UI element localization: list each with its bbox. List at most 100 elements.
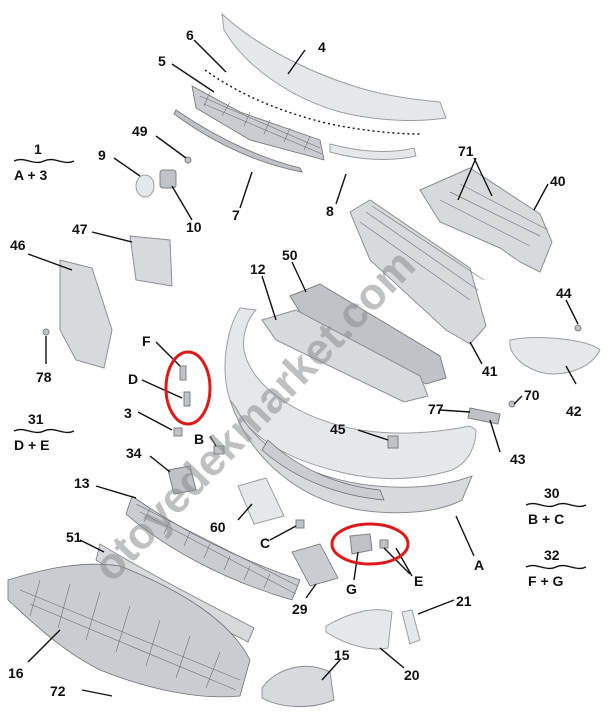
label-13: 13 [74, 475, 90, 491]
label-70: 70 [524, 387, 540, 403]
part-3-fastener [173, 427, 183, 437]
label-16: 16 [8, 665, 24, 681]
part-40-bracket [419, 167, 553, 273]
watermark: otoyedekmarket.com [84, 240, 425, 591]
label-7: 7 [232, 207, 240, 223]
part-7-chrome-strip [173, 109, 303, 173]
part-42-fog-trim [509, 337, 601, 375]
part-41-absorber [349, 199, 487, 345]
legend-32-tilde [525, 564, 587, 570]
label-50: 50 [282, 247, 298, 263]
part-46-side-bracket [59, 259, 113, 369]
part-12-beam [261, 309, 429, 403]
highlight-G-E-clips [330, 522, 410, 566]
part-16-undertray [7, 563, 251, 698]
label-D: D [128, 371, 138, 387]
label-15: 15 [334, 647, 350, 663]
label-20: 20 [404, 667, 420, 683]
part-16-mesh [19, 579, 241, 691]
part-labels: 6 4 5 49 9 10 7 8 71 40 47 46 12 50 44 F… [8, 27, 582, 699]
legend-1-num: 1 [34, 141, 42, 157]
part-G-bracket [349, 533, 373, 555]
label-21: 21 [456, 593, 472, 609]
part-13-lower-grille [125, 495, 301, 601]
part-15-deflector [261, 665, 335, 708]
part-8-strip [329, 143, 417, 160]
legend-31-formula: D + E [14, 437, 49, 453]
part-70-clip [508, 400, 516, 408]
label-47: 47 [72, 221, 88, 237]
part-41-detail [359, 205, 485, 301]
part-5-upper-grille [191, 85, 325, 161]
legend-31-num: 31 [28, 411, 44, 427]
label-42: 42 [566, 403, 582, 419]
label-72: 72 [50, 683, 66, 699]
part-29-grille [291, 543, 339, 587]
legend-32: 32 F + G [525, 547, 587, 589]
label-34: 34 [126, 445, 142, 461]
label-8: 8 [326, 203, 334, 219]
legend-1: 1 A + 3 [13, 141, 75, 183]
label-9: 9 [98, 147, 106, 163]
part-E-clip [379, 539, 389, 549]
leader-lines [27, 39, 579, 697]
label-12: 12 [250, 261, 266, 277]
part-20-cover [325, 609, 393, 650]
legend-30: 30 B + C [525, 485, 587, 527]
legend-30-tilde [525, 502, 587, 508]
part-C-screw [295, 519, 305, 529]
part-49-clip [184, 156, 192, 164]
part-10-emblem-holder [159, 169, 177, 189]
label-43: 43 [510, 451, 526, 467]
part-6-molding [204, 69, 421, 135]
label-6: 6 [186, 27, 194, 43]
part-34-bracket [167, 465, 197, 495]
part-21-trim [401, 609, 421, 645]
label-41: 41 [482, 363, 498, 379]
label-4: 4 [318, 39, 326, 55]
label-29: 29 [292, 601, 308, 617]
legend-32-formula: F + G [528, 573, 564, 589]
part-77-bracket [467, 407, 501, 425]
label-51: 51 [66, 529, 82, 545]
legend-1-formula: A + 3 [14, 167, 48, 183]
part-B-clip [213, 445, 225, 455]
label-60: 60 [210, 519, 226, 535]
label-10: 10 [186, 219, 202, 235]
part-9-emblem [135, 174, 155, 198]
part-F-clip [179, 365, 187, 381]
label-5: 5 [158, 53, 166, 69]
label-G: G [346, 581, 357, 597]
part-4-upper-trim [221, 12, 447, 121]
part-A-bumper-grille-opening [261, 439, 385, 501]
legend-31-tilde [13, 428, 75, 434]
part-5-grille-mesh [199, 91, 323, 155]
part-13-mesh [135, 503, 299, 595]
part-78-clip [42, 328, 50, 336]
legend-30-formula: B + C [528, 511, 564, 527]
label-78: 78 [36, 369, 52, 385]
label-71: 71 [458, 143, 474, 159]
label-C: C [260, 535, 270, 551]
legend-32-num: 32 [544, 547, 560, 563]
label-44: 44 [556, 285, 572, 301]
label-A: A [474, 557, 484, 573]
legend-31: 31 D + E [13, 411, 75, 453]
label-3: 3 [124, 405, 132, 421]
label-77: 77 [428, 401, 444, 417]
part-45-sensor [387, 435, 399, 449]
part-D-clip [183, 391, 191, 407]
label-E: E [414, 573, 423, 589]
label-40: 40 [550, 173, 566, 189]
legend-30-num: 30 [544, 485, 560, 501]
part-47-bracket [129, 235, 173, 287]
part-60-plate-holder [237, 477, 285, 525]
highlight-F-D-clips [164, 350, 212, 426]
label-B: B [194, 431, 204, 447]
label-46: 46 [10, 237, 26, 253]
label-F: F [142, 333, 151, 349]
label-45: 45 [330, 421, 346, 437]
label-49: 49 [132, 123, 148, 139]
